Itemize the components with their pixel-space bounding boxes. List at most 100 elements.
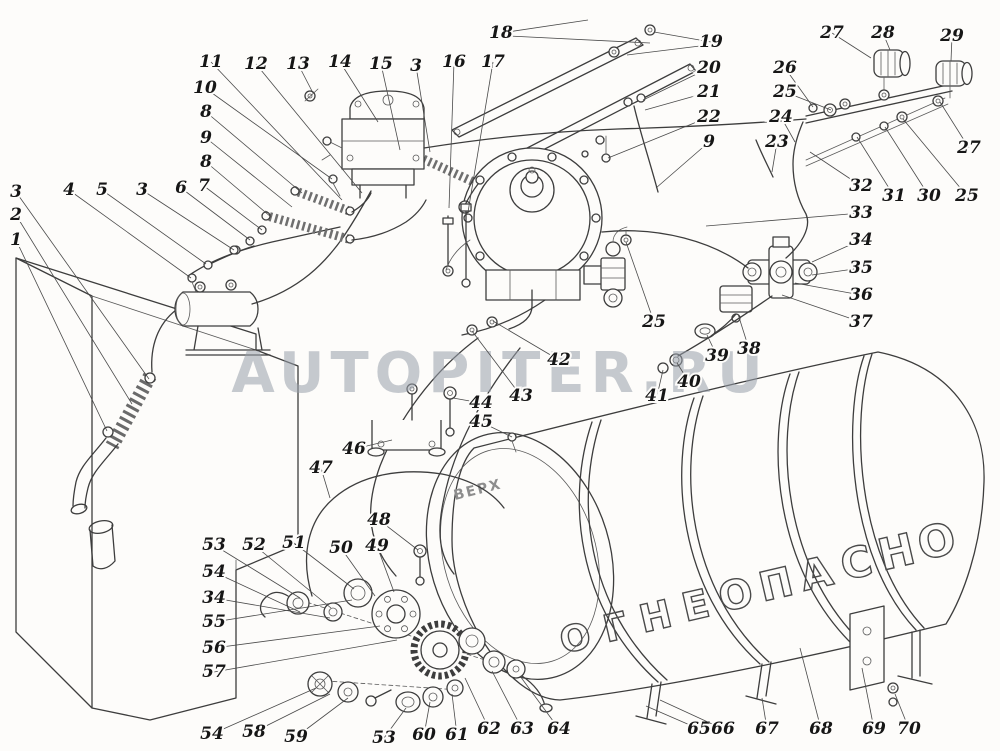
callout-number: 25	[954, 186, 979, 206]
callout-leader	[737, 313, 750, 350]
callout-leader	[705, 212, 862, 227]
callout-leader	[293, 542, 355, 590]
callout-number: 46	[342, 439, 366, 459]
filler-valve-cluster	[259, 544, 553, 713]
callout-number: 64	[547, 719, 571, 739]
callout-leader	[799, 647, 822, 730]
callout-leader	[15, 239, 108, 432]
callout-number: 51	[282, 533, 306, 553]
callout-number: 19	[699, 32, 723, 52]
callout-leader	[415, 65, 431, 153]
callout-number: 66	[711, 719, 735, 739]
callout-leader	[452, 397, 482, 404]
callout-leader	[376, 545, 395, 593]
callout-number: 32	[849, 176, 873, 196]
callout-number: 29	[939, 26, 964, 46]
callout-number: 10	[193, 78, 217, 98]
callout-number: 21	[696, 82, 721, 102]
callout-number: 70	[897, 719, 921, 739]
callout-number: 58	[242, 722, 266, 742]
callout-leader	[339, 61, 379, 123]
callout-leader	[884, 126, 930, 197]
callout-leader	[809, 151, 862, 187]
callout-number: 3	[136, 180, 148, 200]
callout-leader	[423, 701, 431, 736]
callout-leader	[645, 705, 700, 730]
callout-number: 4	[63, 180, 75, 200]
callout-number: 54	[200, 724, 224, 744]
callout-number: 69	[862, 719, 886, 739]
callout-leader	[213, 625, 381, 649]
callout-leader	[253, 693, 331, 733]
callout-number: 36	[849, 285, 873, 305]
callout-leader	[761, 697, 768, 730]
callout-number: 39	[705, 346, 729, 366]
left-frame-structure	[15, 257, 299, 721]
right-fittings-chain	[805, 49, 973, 167]
callout-number: 57	[202, 662, 226, 682]
callout-number: 18	[489, 23, 513, 43]
callout-number: 3	[10, 182, 22, 202]
callout-number: 48	[367, 510, 391, 530]
callout-number: 8	[199, 102, 212, 122]
callout-leader	[211, 687, 317, 735]
callout-leader	[780, 116, 796, 143]
callout-leader	[642, 67, 710, 101]
callout-leader	[784, 67, 814, 108]
callout-leader	[856, 136, 895, 197]
callout-leader	[492, 320, 560, 361]
callout-number: 50	[329, 538, 353, 558]
callout-leader	[213, 571, 301, 613]
callout-leader	[656, 369, 664, 397]
callout-leader	[448, 61, 455, 209]
callout-leader	[894, 693, 910, 730]
callout-number: 45	[469, 412, 493, 432]
callout-number: 63	[510, 719, 534, 739]
bracket-and-bolts	[367, 383, 517, 457]
filler-hose	[70, 309, 177, 515]
callout-number: 9	[200, 128, 212, 148]
solenoid-gas-valve	[600, 226, 628, 308]
callout-leader	[500, 19, 589, 34]
callout-number: 25	[772, 82, 797, 102]
callout-number: 67	[755, 719, 779, 739]
callout-number: 26	[772, 58, 797, 78]
callout-number: 28	[870, 23, 895, 43]
callout-leader	[644, 91, 710, 111]
callout-number: 59	[284, 727, 308, 747]
callout-number: 9	[703, 132, 715, 152]
callout-number: 49	[365, 536, 389, 556]
callout-leader	[141, 189, 235, 251]
callout-number: 60	[412, 725, 436, 745]
callout-leader	[784, 91, 832, 111]
callout-number: 14	[328, 52, 352, 72]
callout-number: 31	[882, 186, 906, 206]
callout-number: 16	[442, 52, 466, 72]
callout-number: 7	[198, 176, 210, 196]
callout-leader	[213, 544, 301, 599]
callout-number: 17	[481, 52, 505, 72]
callout-leader	[467, 61, 494, 213]
callout-leader	[861, 667, 875, 730]
callout-number: 52	[242, 535, 266, 555]
callout-number: 38	[737, 339, 761, 359]
callout-leader	[203, 185, 263, 231]
callout-leader	[213, 597, 331, 619]
callout-number: 25	[641, 312, 666, 332]
mounting-straps	[451, 24, 697, 170]
callout-leader	[205, 137, 293, 208]
callout-number: 24	[768, 107, 793, 127]
callout-number: 15	[369, 54, 393, 74]
callout-leader	[950, 35, 953, 62]
callout-number: 12	[244, 54, 268, 74]
callout-number: 30	[917, 186, 941, 206]
callout-number: 23	[764, 132, 789, 152]
callout-number: 11	[199, 52, 223, 72]
callout-leader	[297, 63, 314, 94]
callout-leader	[831, 32, 872, 59]
callout-leader	[380, 63, 401, 151]
flow-valve-assembly	[657, 236, 818, 374]
callout-leader	[676, 362, 690, 383]
